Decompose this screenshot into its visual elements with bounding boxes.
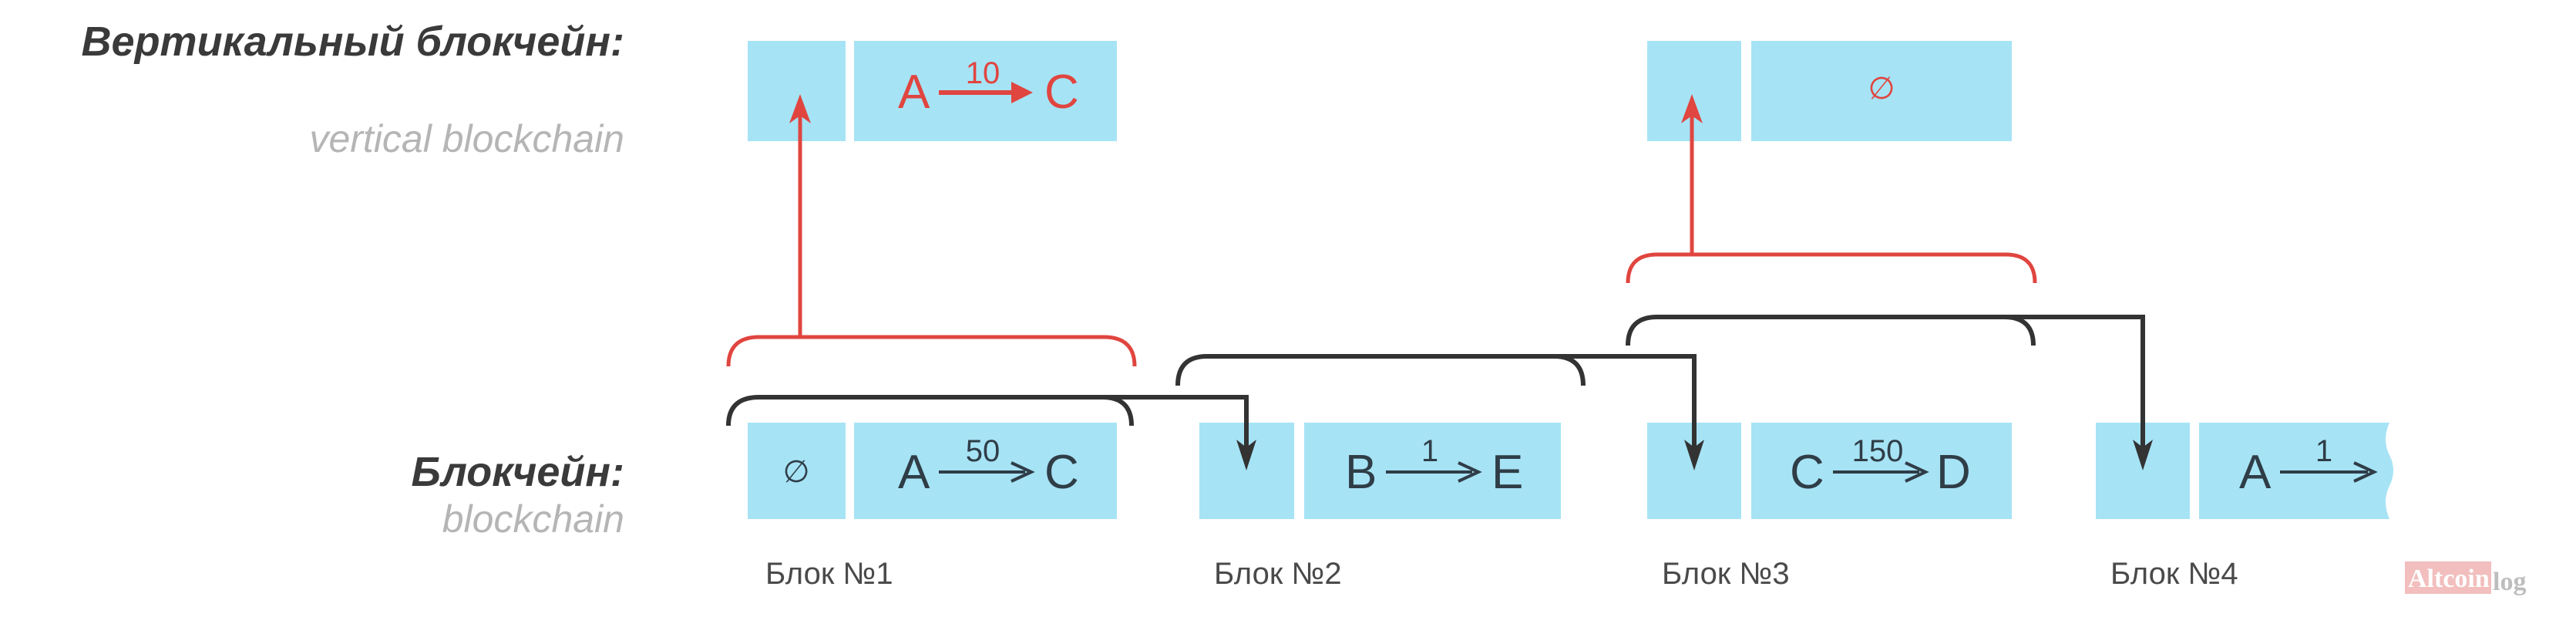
watermark-suffix: log — [2493, 568, 2526, 596]
arrow-down-icon — [2133, 440, 2153, 470]
block-4: A 1 Блок №4 — [2096, 423, 2393, 591]
tx-to: E — [1491, 446, 1523, 499]
tx-amount: 10 — [966, 56, 1000, 90]
link-line-1 — [1102, 395, 1249, 455]
link-line-2 — [1554, 354, 1697, 455]
tx-amount: 1 — [2315, 434, 2332, 468]
block-label: Блок №3 — [1662, 557, 1790, 591]
blockchain-title: Блокчейн: — [411, 449, 624, 495]
block-header-cell — [748, 423, 846, 519]
tx-arrowhead-icon — [1905, 461, 1929, 483]
tx-to: C — [1044, 66, 1079, 119]
block-label: Блок №4 — [2110, 557, 2238, 591]
vertical-block-1: A 10 C — [748, 41, 1117, 141]
block-1: ∅ A 50 C Блок №1 — [748, 423, 1117, 591]
tx-amount: 1 — [1421, 434, 1438, 468]
link-line-3 — [2004, 315, 2145, 455]
tx-to: D — [1936, 446, 1971, 499]
vertical-block-header-cell — [748, 41, 846, 141]
tx-from: A — [898, 446, 930, 499]
red-bracket-1 — [726, 335, 1137, 367]
vertical-blockchain-title: Вертикальный блокчейн: — [82, 19, 624, 65]
empty-set-icon: ∅ — [783, 455, 810, 489]
block-label: Блок №1 — [765, 557, 893, 591]
vertical-block-header-cell — [1647, 41, 1741, 141]
tx-to: C — [1044, 446, 1079, 499]
vertical-block-2: ∅ — [1647, 41, 2012, 141]
vertical-blockchain-subtitle: vertical blockchain — [309, 117, 624, 160]
tx-arrowhead-icon — [1011, 461, 1035, 483]
block-label: Блок №2 — [1214, 557, 1342, 591]
black-bracket-2 — [1175, 354, 1586, 386]
blockchain-subtitle: blockchain — [442, 497, 624, 541]
vertical-block-tx-cell — [1751, 41, 2012, 141]
arrow-down-icon — [1236, 440, 1256, 470]
tx-from: A — [898, 66, 930, 119]
black-bracket-1 — [726, 395, 1134, 427]
empty-set-icon: ∅ — [1868, 72, 1895, 106]
tx-arrowhead-icon — [2353, 461, 2378, 483]
block-2: B 1 E Блок №2 — [1199, 423, 1561, 591]
watermark-logo: Altcoin log — [2405, 561, 2526, 596]
arrow-up-icon — [1681, 94, 1703, 123]
block-3: C 150 D Блок №3 — [1647, 423, 2012, 591]
tx-from: A — [2239, 446, 2272, 499]
tx-from: B — [1345, 446, 1377, 499]
tx-amount: 150 — [1852, 434, 1904, 468]
watermark-brand: Altcoin — [2408, 565, 2490, 593]
tx-arrowhead-icon — [1458, 461, 1482, 483]
tx-amount: 50 — [966, 434, 1000, 468]
arrow-down-icon — [1684, 440, 1704, 470]
red-bracket-2 — [1626, 252, 2037, 284]
tx-from: C — [1790, 446, 1824, 499]
arrow-up-icon — [789, 94, 811, 123]
tx-arrowhead-icon — [1011, 82, 1033, 103]
black-bracket-3 — [1626, 315, 2036, 346]
